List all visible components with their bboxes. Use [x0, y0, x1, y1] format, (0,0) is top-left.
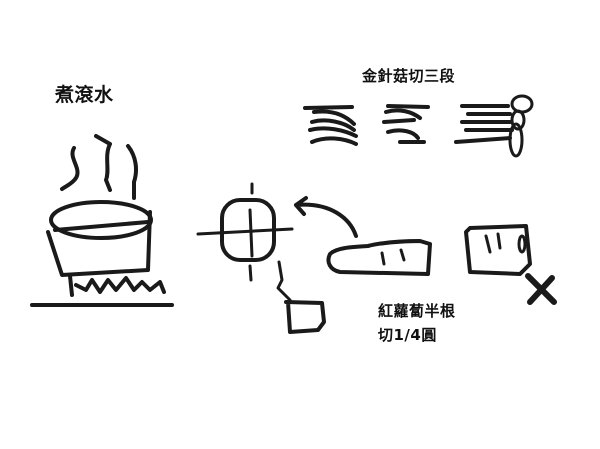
- pot-on-stove-icon: [30, 134, 174, 307]
- steam-icon: [60, 134, 138, 200]
- arrow-icon: [294, 196, 358, 238]
- carrot-half-icon: [326, 239, 432, 276]
- cross-mark-icon: [525, 273, 557, 305]
- enoki-cut-label: 金針菇切三段: [362, 67, 456, 85]
- carrot-icon: [196, 182, 557, 334]
- carrot-stub-icon: [464, 224, 532, 276]
- enoki-mushroom-icon: [303, 94, 534, 158]
- carrot-cross-section-icon: [196, 182, 294, 282]
- carrot-quarter-cut-label: 切1/4圓: [378, 326, 437, 344]
- boil-water-label: 煮滾水: [55, 84, 114, 106]
- enoki-bundle-3: [454, 94, 534, 158]
- pot-rim-icon: [49, 200, 153, 240]
- enoki-bundle-1: [303, 105, 358, 146]
- quarter-slice-icon: [284, 300, 326, 334]
- enoki-bundle-2: [382, 104, 430, 144]
- carrot-half-label: 紅蘿蔔半根: [378, 302, 456, 320]
- dashed-connector: [276, 260, 292, 302]
